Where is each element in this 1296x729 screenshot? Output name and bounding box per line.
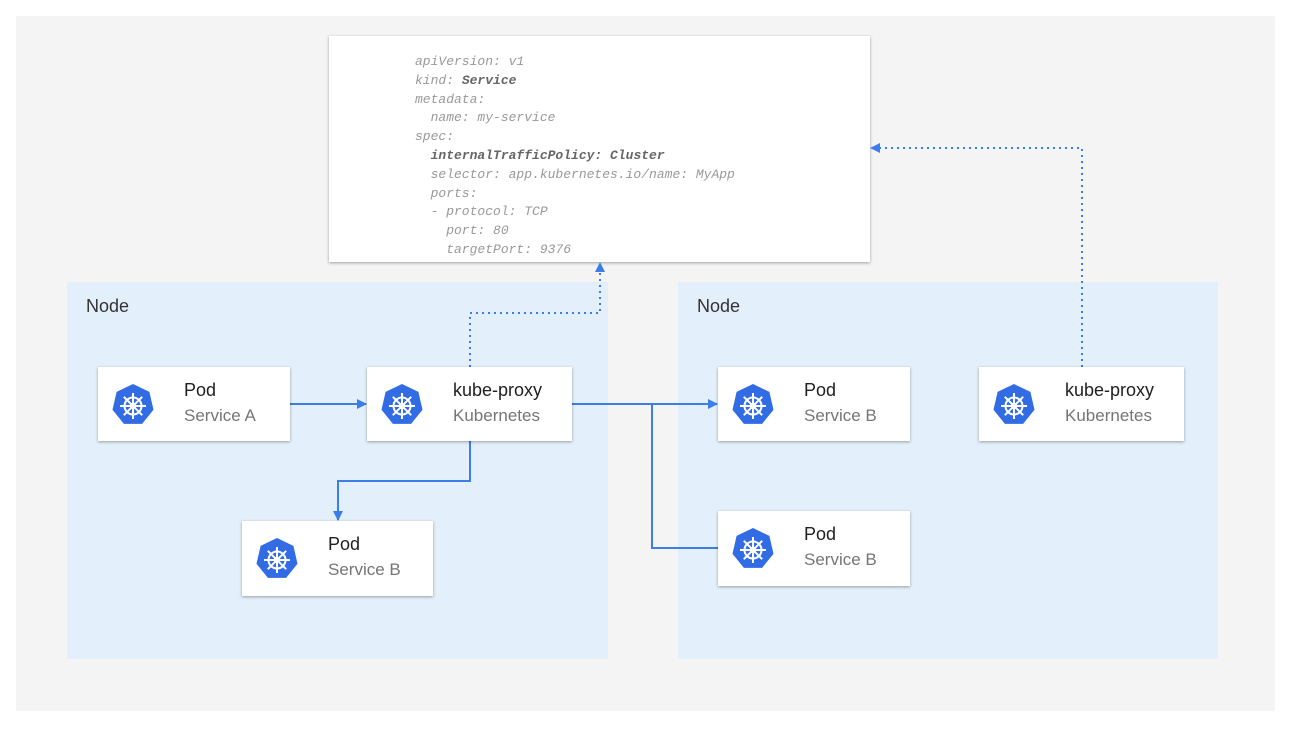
kubernetes-icon — [380, 383, 424, 427]
yaml-line: metadata: — [415, 91, 735, 110]
component-title: Pod — [804, 524, 837, 544]
yaml-text: selector: app.kubernetes.io/name: MyApp — [415, 166, 735, 182]
yaml-text: name: my-service — [415, 110, 556, 126]
arrow-kube-proxy-to-pod-b-remote-2 — [651, 404, 728, 553]
yaml-line: kind: Service — [415, 72, 735, 91]
yaml-text: spec: — [415, 129, 455, 145]
component-title: kube-proxy — [1065, 380, 1155, 400]
yaml-line: internalTrafficPolicy: Cluster — [415, 147, 735, 166]
node-right: Node — [678, 282, 1218, 659]
yaml-text: kind: — [415, 72, 462, 88]
yaml-text: metadata: — [415, 91, 486, 107]
component-subtitle: Kubernetes — [453, 406, 540, 425]
yaml-line: selector: app.kubernetes.io/name: MyApp — [415, 166, 735, 185]
component-title: Pod — [328, 534, 361, 554]
dotted-kube-proxy-1-to-service — [469, 262, 605, 367]
pod-service-b-remote-1[interactable]: Pod Service B — [718, 367, 910, 441]
kube-proxy-left[interactable]: kube-proxy Kubernetes — [367, 367, 572, 441]
arrow-kube-proxy-to-pod-b-local — [333, 441, 471, 521]
pod-service-b-local[interactable]: Pod Service B — [242, 521, 433, 596]
yaml-text: apiVersion: v1 — [415, 54, 525, 69]
yaml-line: targetPort: 9376 — [415, 241, 735, 260]
node-left: Node — [67, 282, 608, 659]
node-label: Node — [86, 296, 130, 316]
pod-service-a[interactable]: Pod Service A — [98, 367, 290, 441]
component-subtitle: Service A — [184, 406, 256, 425]
yaml-bold-text: Service — [461, 72, 517, 88]
yaml-line: - protocol: TCP — [415, 203, 735, 222]
yaml-line: ports: — [415, 185, 735, 204]
component-title: Pod — [804, 380, 837, 400]
pod-service-b-remote-2[interactable]: Pod Service B — [718, 511, 910, 586]
dotted-kube-proxy-2-to-service — [870, 143, 1083, 367]
yaml-text: targetPort: 9376 — [415, 241, 572, 257]
kubernetes-icon — [731, 383, 775, 427]
kubernetes-icon — [111, 383, 155, 427]
kubernetes-icon — [255, 537, 299, 581]
component-title: kube-proxy — [453, 380, 543, 400]
component-subtitle: Service B — [328, 560, 401, 579]
kubernetes-icon — [992, 383, 1036, 427]
component-title: Pod — [184, 380, 217, 400]
component-subtitle: Service B — [804, 406, 877, 425]
kube-proxy-right[interactable]: kube-proxy Kubernetes — [979, 367, 1184, 441]
yaml-text: - protocol: TCP — [415, 204, 548, 220]
yaml-line: apiVersion: v1 — [415, 53, 735, 72]
yaml-text: ports: — [415, 185, 478, 201]
component-subtitle: Kubernetes — [1065, 406, 1152, 425]
yaml-line: spec: — [415, 128, 735, 147]
yaml-line: name: my-service — [415, 109, 735, 128]
yaml-line: port: 80 — [415, 222, 735, 241]
kubernetes-icon — [731, 527, 775, 571]
yaml-text: port: 80 — [415, 223, 509, 239]
yaml-bold-text: internalTrafficPolicy: Cluster — [430, 147, 665, 163]
component-subtitle: Service B — [804, 550, 877, 569]
node-label: Node — [697, 296, 741, 316]
